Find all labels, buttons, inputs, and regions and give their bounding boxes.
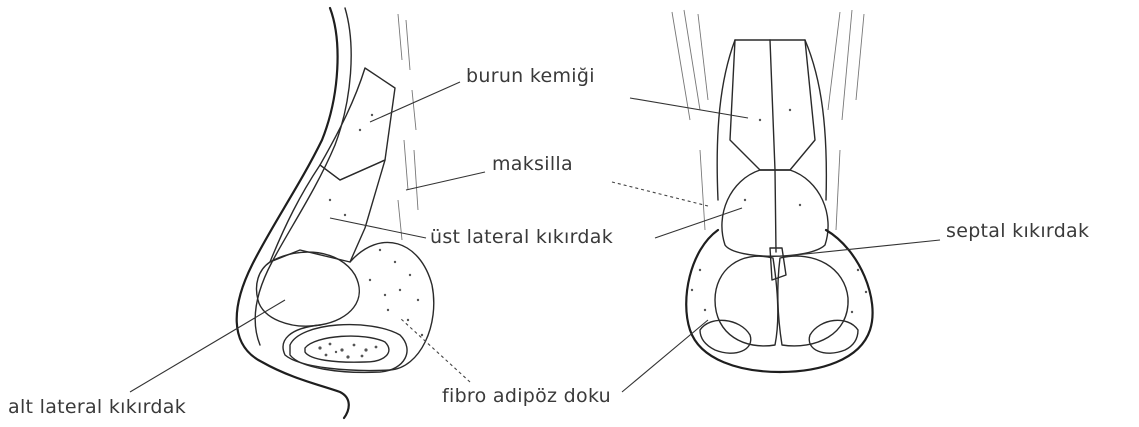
label-ust-lateral-kikirdak: üst lateral kıkırdak [430,226,613,248]
frontal-lower-cartilage-right [778,256,848,346]
frontal-lower-cartilage-left [715,256,778,346]
label-fibro-adipoz-doku: fibro adipöz doku [442,385,611,407]
frontal-nostril-right [809,320,858,353]
frontal-nasal-midline [770,40,775,170]
frontal-maxilla-right [805,40,826,200]
leader-maksilla-right [612,182,708,206]
leader-septal [786,240,940,256]
label-septal-kikirdak: septal kıkırdak [946,220,1089,242]
leader-fibro-left [400,318,470,382]
leader-ust-lateral-right [655,208,742,238]
leader-ust-lateral-left [330,218,426,238]
lateral-upper-cartilage [270,160,385,262]
lateral-fibro-stipple [329,114,423,336]
leader-fibro-right [622,320,708,392]
frontal-skin-hatching [672,10,864,230]
label-burun-kemigi: burun kemiği [466,65,595,87]
frontal-view [672,10,873,372]
lateral-view [237,8,434,418]
leader-alt-lateral [130,300,285,392]
lateral-nostril-inner [305,336,389,362]
frontal-septum-line [775,170,776,252]
frontal-nostril-left [700,320,751,353]
lateral-skin-hatching [398,14,418,240]
lateral-nostril-stipple [318,343,377,359]
label-maksilla: maksilla [492,153,573,175]
label-alt-lateral-kikirdak: alt lateral kıkırdak [8,396,186,418]
frontal-maxilla-left [717,40,735,200]
leader-maksilla-left [406,172,485,190]
